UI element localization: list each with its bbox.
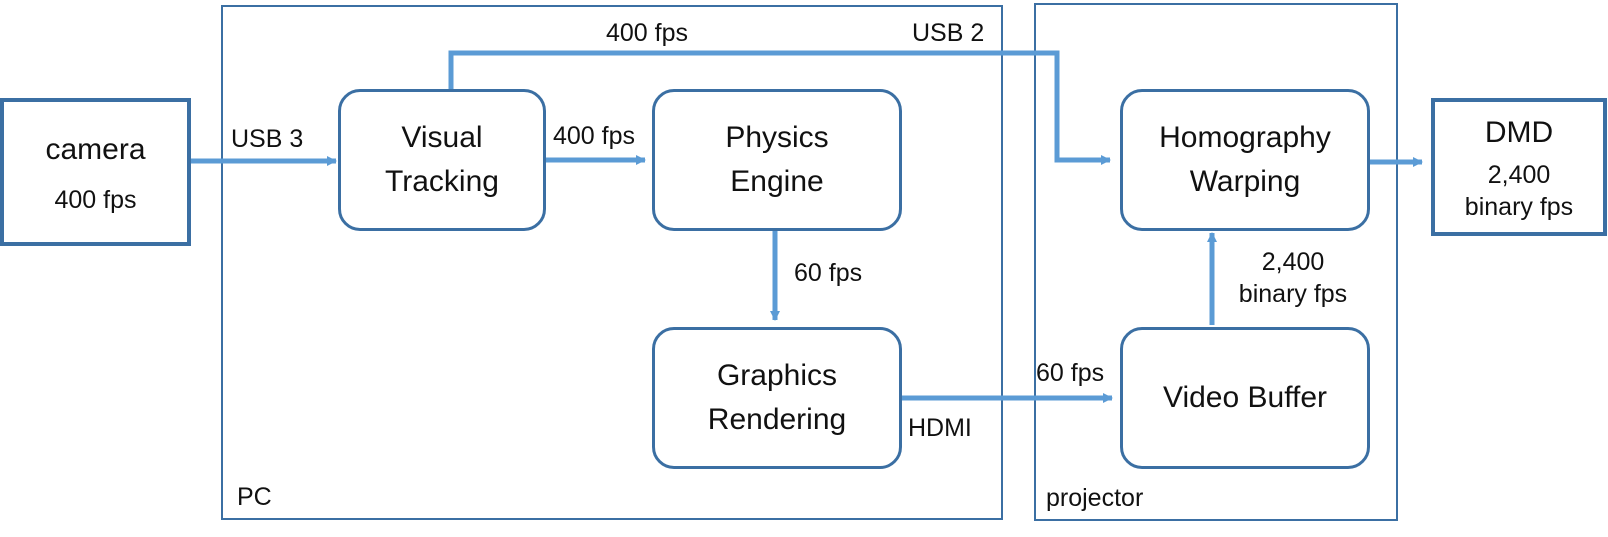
pc-container [221,5,1003,520]
dmd-box: DMD 2,400 binary fps [1431,98,1607,236]
video-buffer-label: Video Buffer [1162,381,1328,414]
physics-engine-box: Physics Engine [652,89,902,231]
graphics-rendering-line2: Rendering [707,403,847,436]
projector-container [1034,3,1398,521]
label-graphics-buffer-rate: 60 fps [1036,359,1105,387]
label-usb2: USB 2 [912,19,985,47]
visual-tracking-line1: Visual [401,121,483,154]
homography-warping-box: Homography Warping [1120,89,1370,231]
label-usb3: USB 3 [231,125,304,153]
physics-engine-line2: Engine [730,165,824,198]
homography-warping-line1: Homography [1159,121,1331,154]
label-hdmi: HDMI [908,414,972,442]
label-buffer-homography-rate-1: 2,400 [1261,248,1325,276]
dmd-rate-line2: binary fps [1464,193,1574,221]
graphics-rendering-line1: Graphics [716,359,838,392]
pc-caption: PC [237,483,272,511]
label-buffer-homography-rate-2: binary fps [1238,280,1348,308]
physics-engine-line1: Physics [725,121,829,154]
visual-tracking-line2: Tracking [385,165,499,198]
projector-caption: projector [1046,484,1144,512]
edge-tracking-to-homography [448,50,1111,165]
dmd-rate-line1: 2,400 [1487,161,1551,189]
graphics-rendering-box: Graphics Rendering [652,327,902,469]
label-tracking-physics-rate: 400 fps [553,122,636,150]
dmd-title: DMD [1484,116,1554,149]
label-tracking-homography-rate: 400 fps [606,19,689,47]
camera-rate: 400 fps [54,186,137,214]
camera-title: camera [45,133,146,166]
camera-box: camera 400 fps [0,98,191,246]
homography-warping-line2: Warping [1189,165,1301,198]
visual-tracking-box: Visual Tracking [338,89,546,231]
video-buffer-box: Video Buffer [1120,327,1370,469]
label-physics-graphics-rate: 60 fps [794,259,863,287]
